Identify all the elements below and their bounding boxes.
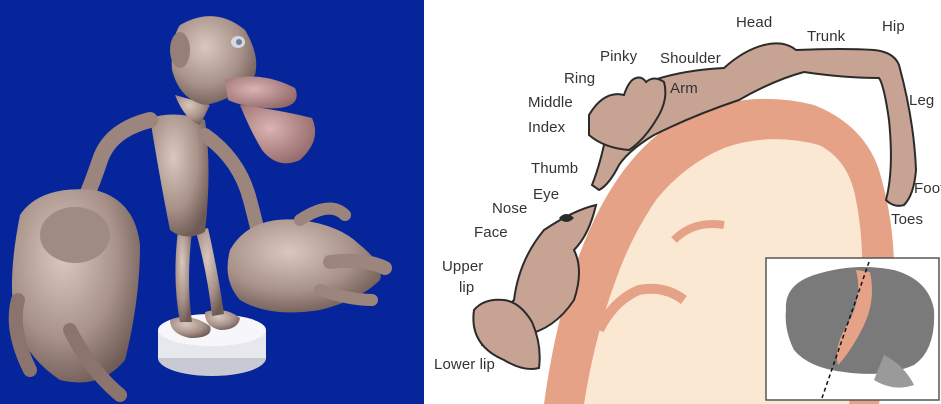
- label-head: Head: [736, 14, 772, 31]
- label-lower-lip: Lower lip: [434, 356, 495, 373]
- label-pinky: Pinky: [600, 48, 637, 65]
- cortex-map-panel: Head Trunk Hip Pinky Shoulder Ring Arm M…: [424, 0, 941, 404]
- label-nose: Nose: [492, 200, 527, 217]
- label-upper-lip-line2: lip: [459, 279, 474, 296]
- label-upper-lip: Upper: [442, 258, 483, 275]
- label-middle: Middle: [528, 94, 573, 111]
- label-toes: Toes: [891, 211, 923, 228]
- homunculus-model-panel: [0, 0, 424, 404]
- label-thumb: Thumb: [531, 160, 578, 177]
- label-leg: Leg: [909, 92, 934, 109]
- label-arm: Arm: [670, 80, 698, 97]
- homunculus-figure: [0, 0, 424, 404]
- label-index: Index: [528, 119, 565, 136]
- label-trunk: Trunk: [807, 28, 845, 45]
- label-shoulder: Shoulder: [660, 50, 721, 67]
- label-foot: Foot: [914, 180, 941, 197]
- large-lips: [225, 76, 297, 108]
- label-ring: Ring: [564, 70, 595, 87]
- label-face: Face: [474, 224, 508, 241]
- label-hip: Hip: [882, 18, 905, 35]
- large-tongue: [240, 105, 315, 163]
- label-eye: Eye: [533, 186, 559, 203]
- brain-inset: [766, 258, 939, 400]
